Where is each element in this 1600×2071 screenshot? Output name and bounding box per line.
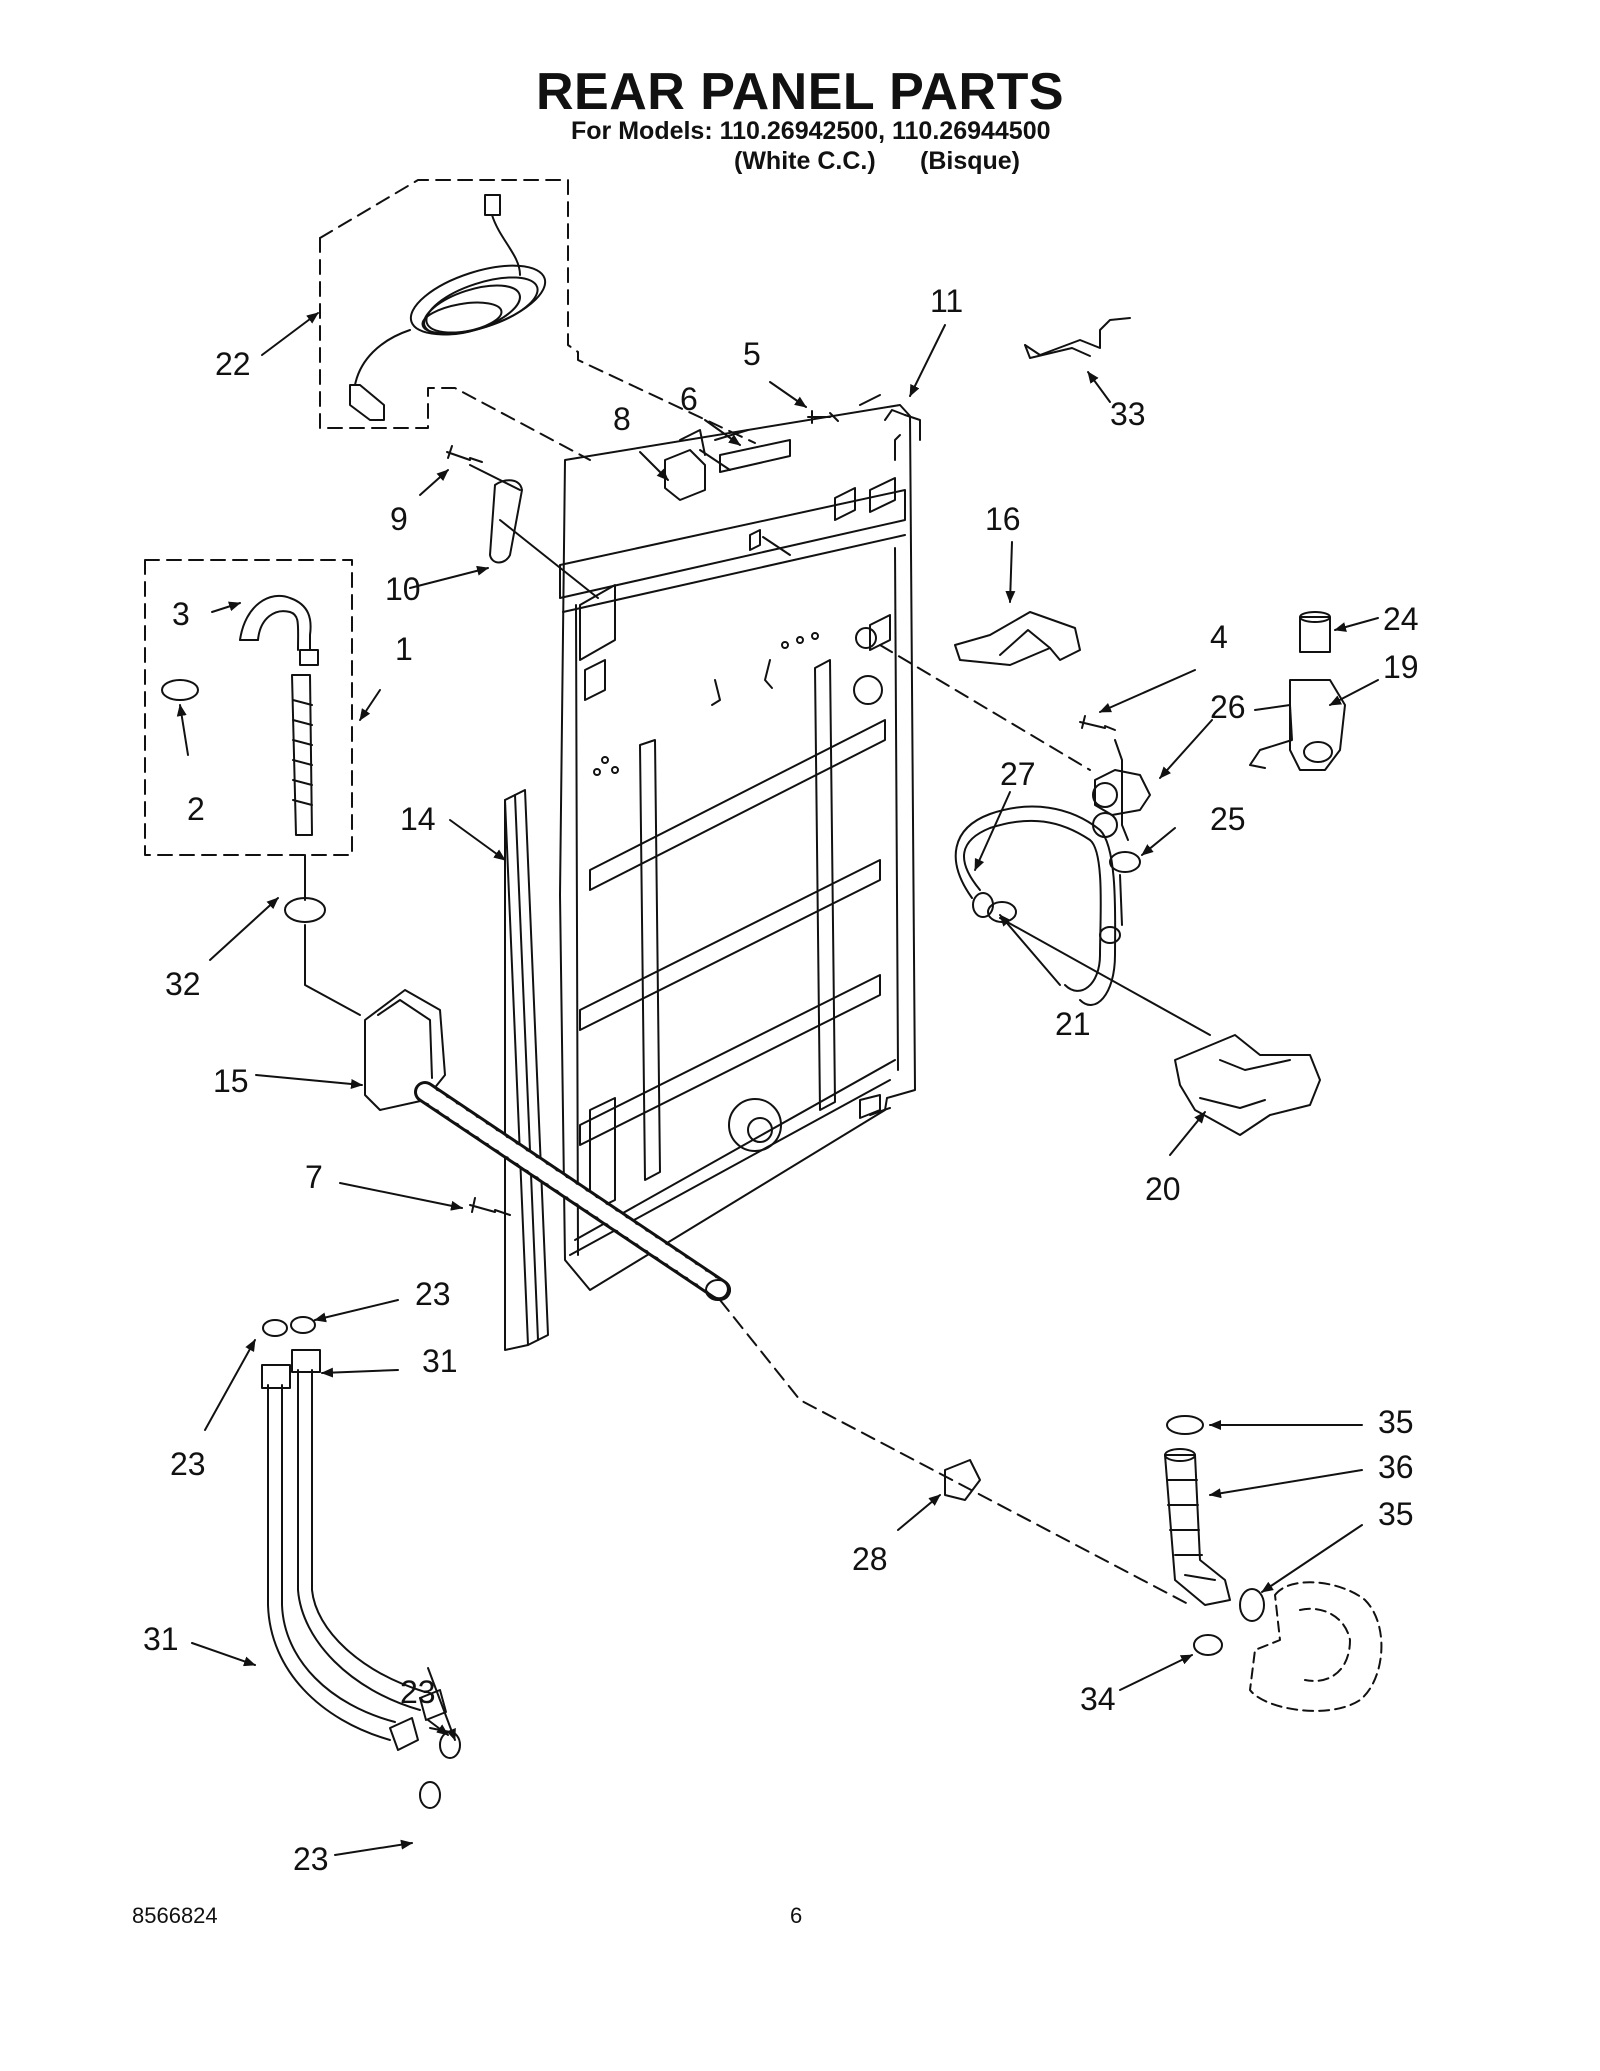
clamp-32 xyxy=(284,897,326,923)
callout-33: 33 xyxy=(1110,396,1146,432)
clamp-25 xyxy=(1109,851,1141,873)
callout-34: 34 xyxy=(1080,1681,1116,1717)
bracket-16 xyxy=(954,611,1081,666)
fill-hose-27 xyxy=(963,819,1102,992)
callout-31-top: 31 xyxy=(422,1343,458,1379)
callout-28: 28 xyxy=(852,1541,888,1577)
screw-5 xyxy=(807,410,839,424)
corrugated-hose-1 xyxy=(291,674,313,836)
callout-4: 4 xyxy=(1210,619,1228,655)
washer-23-c xyxy=(439,1731,461,1759)
inlet-hoses-31 xyxy=(261,1349,447,1751)
variant-bisque: (Bisque) xyxy=(920,147,1020,175)
callout-23-top: 23 xyxy=(415,1276,451,1312)
clamp-28 xyxy=(944,1459,981,1501)
callout-6: 6 xyxy=(680,381,698,417)
callout-labels: 22 11 5 6 8 33 9 10 3 1 2 16 4 24 19 26 … xyxy=(143,283,1419,1877)
rear-panel xyxy=(559,394,921,1291)
callout-8: 8 xyxy=(613,401,631,437)
power-cord-assembly xyxy=(319,179,756,461)
strip-part xyxy=(719,439,791,473)
bracket-10 xyxy=(489,479,523,564)
callout-20: 20 xyxy=(1145,1171,1181,1207)
callout-31-left: 31 xyxy=(143,1621,179,1657)
clamp-34 xyxy=(1193,1634,1223,1656)
callout-32: 32 xyxy=(165,966,201,1002)
callout-7: 7 xyxy=(305,1159,323,1195)
callout-25: 25 xyxy=(1210,801,1246,837)
variant-white: (White C.C.) xyxy=(734,147,876,175)
callout-24: 24 xyxy=(1383,601,1419,637)
callout-9: 9 xyxy=(390,501,408,537)
callout-19: 19 xyxy=(1383,649,1419,685)
callout-36: 36 xyxy=(1378,1449,1414,1485)
callout-23-bottom: 23 xyxy=(293,1841,329,1877)
callout-27: 27 xyxy=(1000,756,1036,792)
callout-22: 22 xyxy=(215,346,251,382)
part-24 xyxy=(1299,616,1331,653)
washer-23-a xyxy=(262,1319,288,1337)
callout-2: 2 xyxy=(187,791,205,827)
clamp-2 xyxy=(161,679,199,701)
clamp-35-lower xyxy=(1239,1588,1265,1622)
callout-15: 15 xyxy=(213,1063,249,1099)
callout-35-top: 35 xyxy=(1378,1404,1414,1440)
callout-26: 26 xyxy=(1210,689,1246,725)
callout-3: 3 xyxy=(172,596,190,632)
models-line: For Models: 110.26942500, 110.26944500 xyxy=(571,117,1051,145)
inlet-hose-kit-box xyxy=(144,559,353,856)
callout-23-left: 23 xyxy=(170,1446,206,1482)
hose-3 xyxy=(239,594,312,651)
callout-35-lower: 35 xyxy=(1378,1496,1414,1532)
screw-7 xyxy=(469,1197,511,1216)
connector-part xyxy=(664,449,706,501)
screw-9 xyxy=(446,445,483,463)
dispenser-20 xyxy=(1174,1034,1321,1136)
drain-elbow-36 xyxy=(1164,1454,1231,1606)
callout-16: 16 xyxy=(985,501,1021,537)
callout-10: 10 xyxy=(385,571,421,607)
leader-lines xyxy=(176,312,1379,1856)
washer-23-b xyxy=(290,1316,316,1334)
part-19 xyxy=(1289,679,1346,771)
callout-14: 14 xyxy=(400,801,436,837)
callout-11: 11 xyxy=(930,283,963,319)
pump-outline xyxy=(1249,1581,1383,1712)
callout-23-bottom-right: 23 xyxy=(400,1674,436,1710)
callout-5: 5 xyxy=(743,336,761,372)
clamp-35-top xyxy=(1166,1415,1204,1435)
water-valve-26 xyxy=(1094,769,1151,816)
doc-number: 8566824 xyxy=(132,1903,218,1928)
page-number: 6 xyxy=(790,1903,803,1928)
callout-1: 1 xyxy=(395,631,413,667)
washer-23-d xyxy=(419,1781,441,1809)
page-title: REAR PANEL PARTS xyxy=(535,63,1065,121)
screw-4 xyxy=(1079,715,1116,731)
callout-21: 21 xyxy=(1055,1006,1091,1042)
